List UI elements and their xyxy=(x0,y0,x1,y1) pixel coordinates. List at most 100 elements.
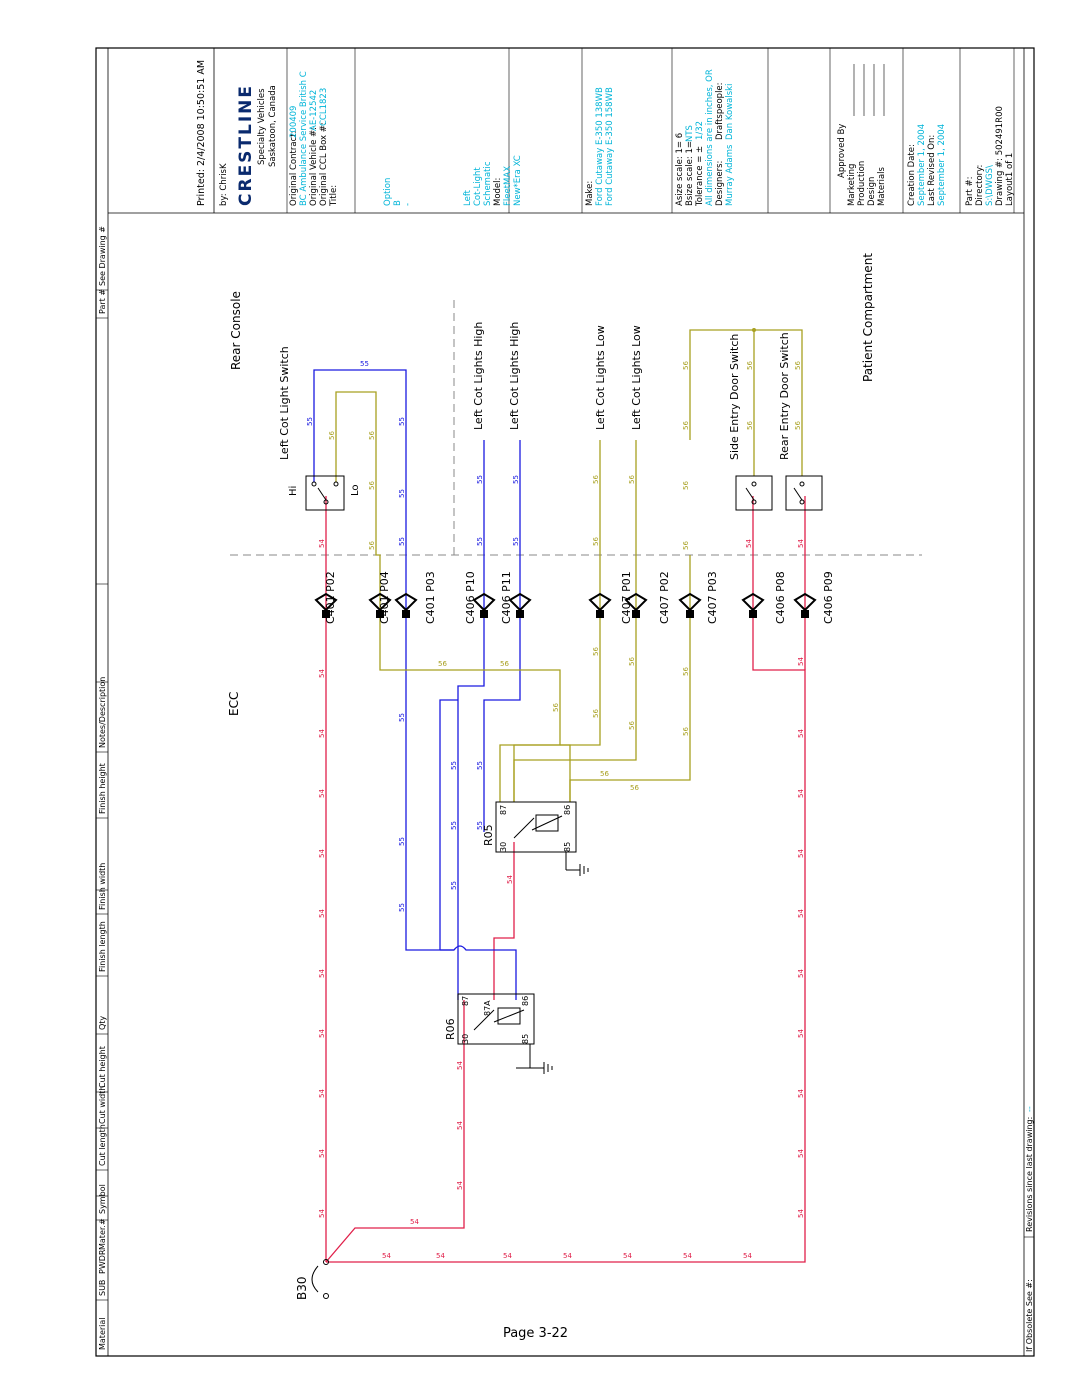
wires-54 xyxy=(325,496,806,1263)
layout-label: Layout1 of 1 xyxy=(1005,153,1015,206)
directory-value: S:\DWGS\ xyxy=(985,165,995,206)
original-contract-value: 200409 xyxy=(289,106,299,138)
light-label-3: Left Cot Lights Low xyxy=(594,325,607,430)
designers-label: Designers: xyxy=(715,161,725,206)
r05-pin-86: 86 xyxy=(563,805,572,815)
r06-pin-87a: 87A xyxy=(483,1000,492,1016)
make-label: Make: xyxy=(585,181,595,206)
connector-c407-p02: C407 P02 xyxy=(658,571,671,624)
header-cut-length: Cut length xyxy=(98,1124,107,1166)
connector-c406-p11: C406 P11 xyxy=(500,571,513,624)
model-value1: FleetMAX xyxy=(503,166,513,206)
connector-c401-p04: C401 P04 xyxy=(378,571,391,624)
svg-text:54: 54 xyxy=(797,909,805,918)
approval-marketing: Marketing xyxy=(847,164,857,206)
header-mater: Mater.# xyxy=(98,1218,107,1250)
connector-c406-p09: C406 P09 xyxy=(822,571,835,624)
printed-timestamp: Printed: 2/4/2008 10:50:51 AM xyxy=(196,60,207,206)
header-symbol: Symbol xyxy=(98,1184,107,1214)
svg-text:56: 56 xyxy=(592,709,600,718)
svg-text:55: 55 xyxy=(398,837,406,846)
svg-text:56: 56 xyxy=(628,721,636,730)
footer-revisions: Revisions since last drawing: xyxy=(1025,1117,1034,1232)
relay-r06: 87 87A 86 30 85 R06 xyxy=(444,993,553,1074)
header-cut-width: Cut width xyxy=(98,1086,107,1124)
svg-text:56: 56 xyxy=(368,431,376,440)
svg-text:55: 55 xyxy=(398,903,406,912)
svg-text:54: 54 xyxy=(318,789,326,798)
last-revised-label: Last Revised On: xyxy=(927,135,937,206)
b30-label: B30 xyxy=(295,1276,309,1300)
asize-scale: Asize scale: 1= 6 xyxy=(675,133,685,206)
option-line2: B xyxy=(393,200,403,206)
svg-text:56: 56 xyxy=(438,660,447,668)
area-ecc: ECC xyxy=(227,692,241,716)
original-contract-extra: BC Ambulance Service British C xyxy=(299,71,309,206)
draftspeople-label: Draftspeople: xyxy=(715,82,725,140)
svg-text:54: 54 xyxy=(318,1209,326,1218)
rear-door-label: Rear Entry Door Switch xyxy=(778,332,791,460)
connector-c407-p03: C407 P03 xyxy=(706,571,719,624)
svg-text:54: 54 xyxy=(456,1181,464,1190)
svg-text:54: 54 xyxy=(318,849,326,858)
svg-text:54: 54 xyxy=(436,1252,445,1260)
svg-text:55: 55 xyxy=(450,821,458,830)
svg-text:56: 56 xyxy=(630,784,639,792)
svg-text:54: 54 xyxy=(456,1121,464,1130)
svg-text:54: 54 xyxy=(318,1149,326,1158)
svg-text:55: 55 xyxy=(398,417,406,426)
svg-text:54: 54 xyxy=(456,1061,464,1070)
svg-text:56: 56 xyxy=(600,770,609,778)
light-label-1: Left Cot Lights High xyxy=(472,322,485,430)
svg-text:54: 54 xyxy=(503,1252,512,1260)
b30-source: B30 xyxy=(295,1259,329,1300)
light-label-4: Left Cot Lights Low xyxy=(630,325,643,430)
tolerance: Tolerance = ± xyxy=(695,146,705,207)
svg-text:56: 56 xyxy=(368,541,376,550)
title-line3: Schematic xyxy=(483,161,493,206)
svg-text:55: 55 xyxy=(450,881,458,890)
bsize-scale: Bsize scale: 1= xyxy=(685,141,695,206)
svg-text:56: 56 xyxy=(592,475,600,484)
draftspeople-value: Dan Kowalski xyxy=(725,84,735,140)
svg-text:54: 54 xyxy=(318,669,326,678)
wires-55 xyxy=(313,369,521,1000)
r05-label: R05 xyxy=(482,824,495,846)
relay-r05: 87 86 30 85 R05 xyxy=(482,801,589,876)
svg-text:55: 55 xyxy=(398,713,406,722)
r05-pin-30: 30 xyxy=(499,842,508,852)
svg-text:55: 55 xyxy=(476,761,484,770)
svg-text:54: 54 xyxy=(797,849,805,858)
company-line2: Saskatoon, Canada xyxy=(268,85,278,167)
header-finish-length: Finish length xyxy=(98,921,107,972)
svg-text:56: 56 xyxy=(328,431,336,440)
make-value1: Ford Cutaway E-350 138WB xyxy=(595,87,605,206)
last-revised-value: September 1, 2004 xyxy=(937,124,947,206)
original-ccl-value: CCL1823 xyxy=(319,88,329,126)
connector-symbols xyxy=(314,592,817,618)
header-pwdr: PWDR xyxy=(98,1249,107,1274)
option-line3: - xyxy=(403,203,413,206)
svg-text:56: 56 xyxy=(746,361,754,370)
svg-text:54: 54 xyxy=(623,1252,632,1260)
svg-text:54: 54 xyxy=(318,539,326,548)
r06-pin-86: 86 xyxy=(521,996,530,1006)
title-label: Title: xyxy=(329,185,339,207)
designers-value: Murray Adams xyxy=(725,144,735,206)
svg-text:56: 56 xyxy=(682,727,690,736)
approval-design: Design xyxy=(867,177,877,206)
crestline-logo: CRESTLINE xyxy=(236,84,256,206)
svg-text:54: 54 xyxy=(318,909,326,918)
header-part: Part # xyxy=(98,289,107,314)
approved-by: Approved By xyxy=(837,124,847,178)
header-qty: Qty xyxy=(98,1016,107,1030)
svg-text:54: 54 xyxy=(506,875,514,884)
svg-text:56: 56 xyxy=(592,537,600,546)
tolerance-value: 1/32 xyxy=(695,121,705,140)
svg-text:55: 55 xyxy=(450,761,458,770)
cot-light-switch: Hi Lo Left Cot Light Switch xyxy=(278,346,361,511)
page-number: Page 3-22 xyxy=(502,1326,569,1341)
svg-text:54: 54 xyxy=(797,1149,805,1158)
light-label-2: Left Cot Lights High xyxy=(508,322,521,430)
r06-pin-87: 87 xyxy=(461,996,470,1006)
